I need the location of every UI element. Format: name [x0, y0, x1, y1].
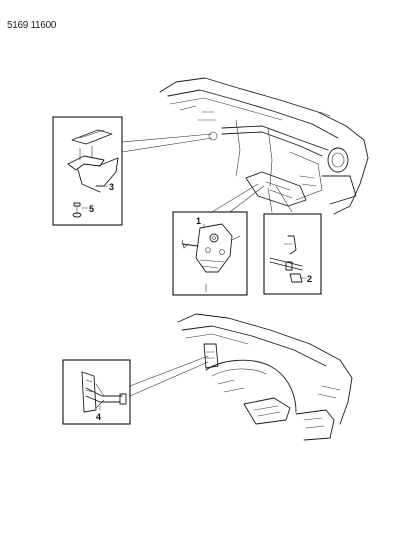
leader-line — [229, 185, 265, 213]
callout-2: 2 — [307, 274, 312, 284]
leader-line — [211, 183, 259, 213]
callout-5: 5 — [89, 204, 94, 214]
detail-box-release: 2 — [263, 213, 322, 295]
leader-line — [121, 133, 213, 143]
callout-3: 3 — [109, 182, 114, 192]
detail-box-cable-routing: 4 — [62, 359, 131, 425]
detail-box-striker: 3 5 — [52, 116, 123, 226]
leader-line — [129, 361, 209, 397]
leader-line — [275, 185, 293, 213]
document-code: 5169 11600 — [7, 20, 57, 31]
leader-line — [121, 137, 213, 153]
detail-box-latch: 1 — [172, 211, 248, 296]
upper-vehicle-front — [159, 77, 369, 215]
leader-line — [267, 187, 273, 213]
leader-line — [129, 355, 209, 387]
callout-4: 4 — [96, 412, 101, 422]
lower-vehicle-front — [177, 313, 353, 441]
callout-1: 1 — [196, 216, 201, 226]
